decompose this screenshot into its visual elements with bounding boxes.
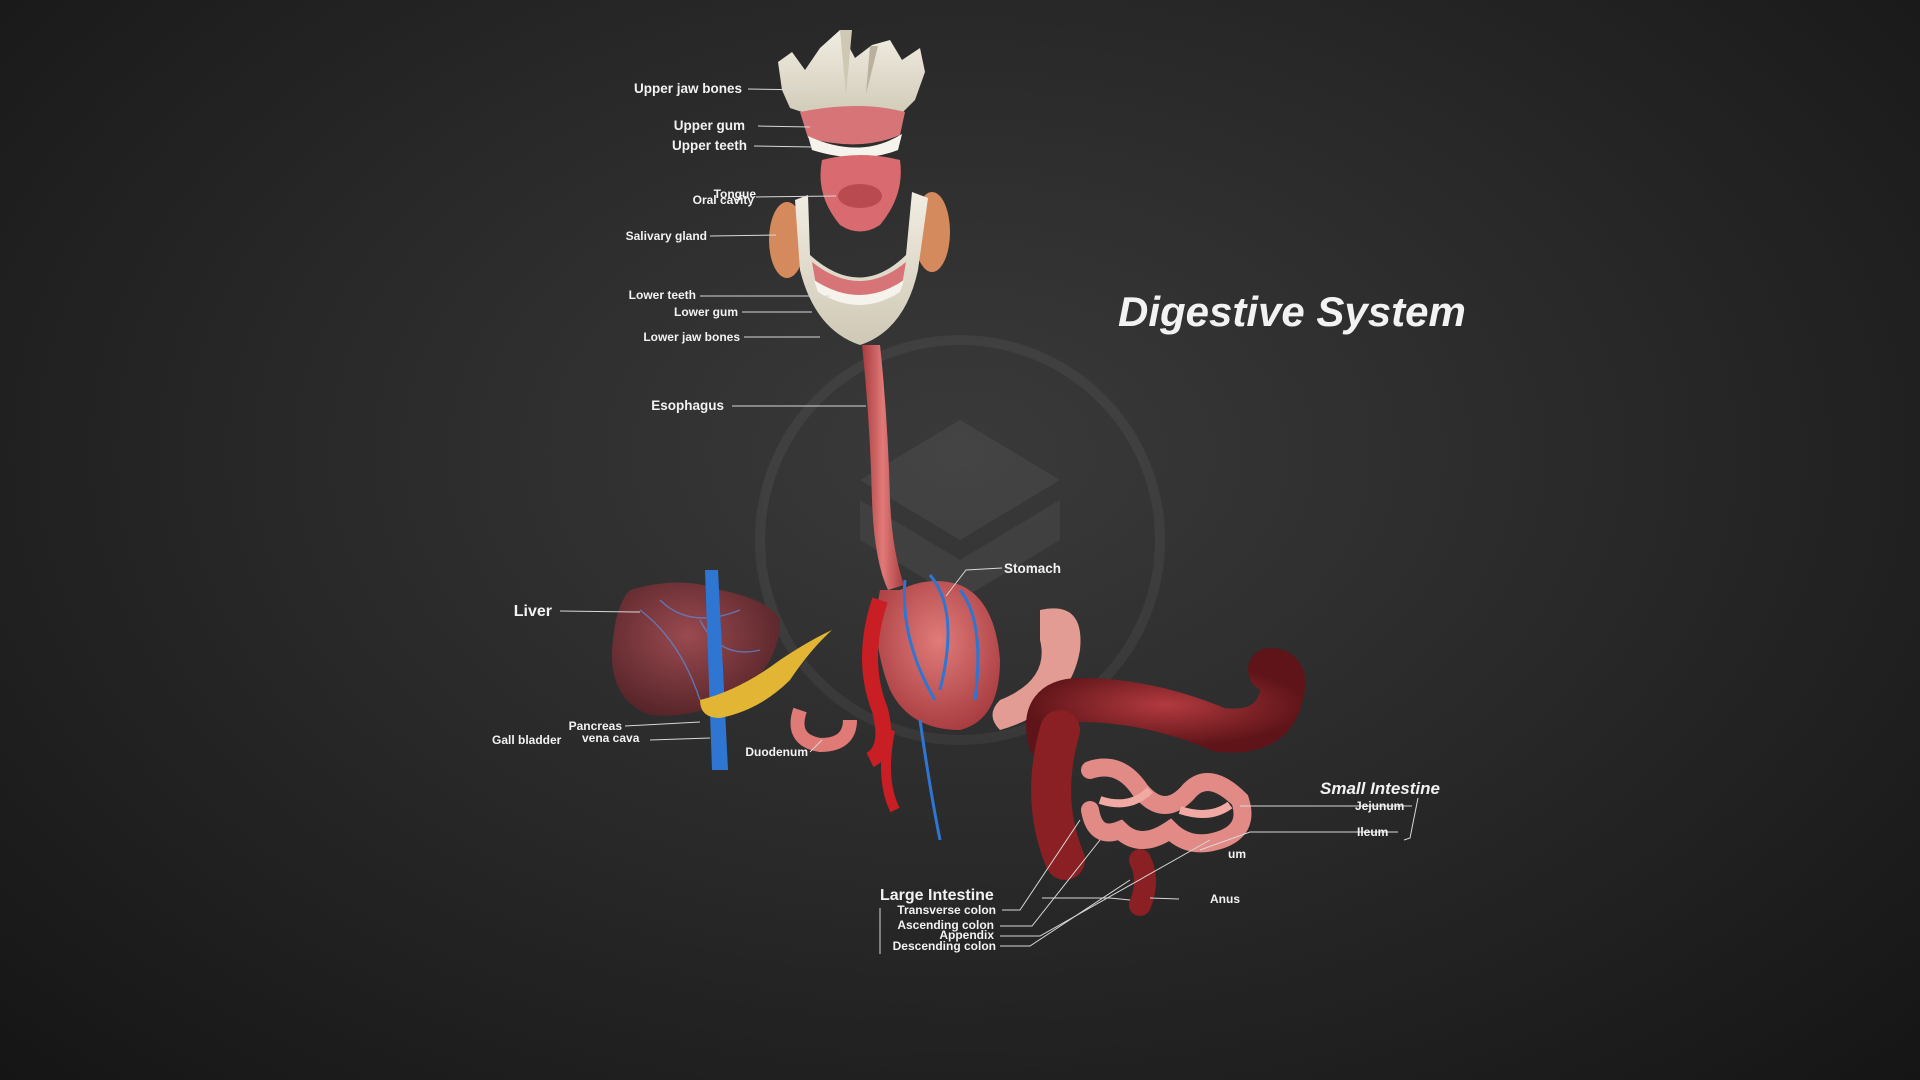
label-partial-um: um <box>1228 847 1246 861</box>
label-large-intestine: Large Intestine <box>880 887 994 904</box>
label-upper-teeth: Upper teeth <box>672 138 747 153</box>
label-duodenum: Duodenum <box>745 745 808 759</box>
pancreas-illustration <box>700 630 832 718</box>
label-liver: Liver <box>514 603 552 620</box>
label-gall-bladder: Gall bladder <box>492 733 562 747</box>
label-lower-gum: Lower gum <box>674 305 738 319</box>
large-intestine-illustration <box>1026 648 1306 916</box>
label-transverse-colon: Transverse colon <box>897 903 996 917</box>
liver-illustration <box>611 570 780 770</box>
label-stomach: Stomach <box>1004 561 1061 576</box>
label-lower-jaw-bones: Lower jaw bones <box>643 330 740 344</box>
label-salivary-gland: Salivary gland <box>626 229 707 243</box>
label-small-intestine: Small Intestine <box>1320 779 1440 798</box>
stomach-illustration <box>862 574 1081 768</box>
tongue-illustration <box>820 155 901 232</box>
watermark-logo <box>755 335 1165 745</box>
upper-jaw-illustration <box>778 30 925 122</box>
label-descending-colon: Descending colon <box>893 939 996 953</box>
upper-gum-illustration <box>800 106 905 145</box>
label-appendix: Appendix <box>939 928 994 942</box>
label-pancreas: Pancreas <box>569 719 623 733</box>
label-lower-teeth: Lower teeth <box>629 288 696 302</box>
label-esophagus: Esophagus <box>651 398 724 413</box>
label-jejunum: Jejunum <box>1355 799 1404 813</box>
esophagus-illustration <box>862 345 904 590</box>
lower-jaw-illustration <box>795 192 928 345</box>
label-tongue: Tongue <box>714 187 757 201</box>
label-upper-gum: Upper gum <box>674 118 745 133</box>
label-ileum: Ileum <box>1357 825 1388 839</box>
label-upper-jaw-bones: Upper jaw bones <box>634 81 742 96</box>
leader-lines <box>559 88 1419 954</box>
upper-teeth-illustration <box>808 134 902 158</box>
label-vena-cava: vena cava <box>582 731 640 745</box>
salivary-gland-illustration <box>769 192 950 278</box>
small-intestine-illustration <box>1081 758 1252 853</box>
label-oral-cavity: Oral cavity <box>693 193 755 207</box>
duodenum-illustration <box>790 707 942 841</box>
label-anus: Anus <box>1210 892 1240 906</box>
label-ascending-colon: Ascending colon <box>897 918 994 932</box>
page-title: Digestive System <box>1118 288 1466 335</box>
